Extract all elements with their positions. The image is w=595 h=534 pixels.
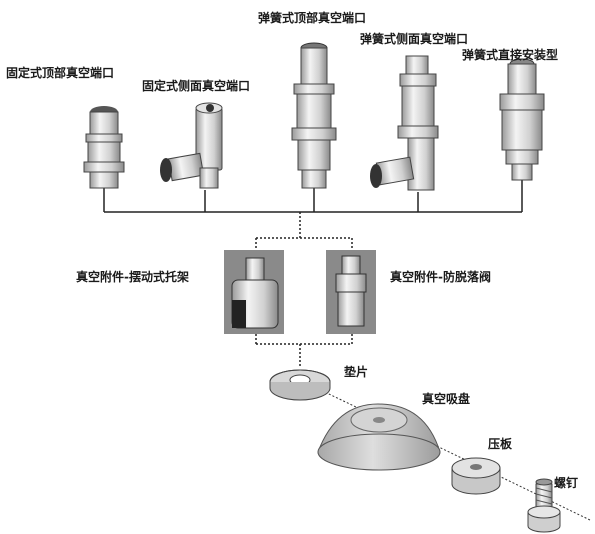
label-spring-side-port: 弹簧式侧面真空端口 bbox=[360, 32, 469, 46]
label-suction-cup: 真空吸盘 bbox=[422, 392, 471, 406]
spring-side-port bbox=[370, 55, 439, 191]
label-spring-direct-mount: 弹簧式直接安装型 bbox=[462, 48, 559, 62]
fixed-top-port bbox=[83, 106, 125, 189]
anti-drop-valve-panel bbox=[326, 250, 376, 334]
fixed-side-port bbox=[160, 102, 223, 189]
label-pressure-plate: 压板 bbox=[488, 437, 513, 451]
suction-cup bbox=[317, 403, 441, 471]
label-fixed-side-port: 固定式侧面真空端口 bbox=[142, 79, 251, 93]
screw bbox=[527, 478, 561, 533]
label-screw: 螺钉 bbox=[554, 476, 579, 490]
label-gasket: 垫片 bbox=[344, 365, 369, 379]
spring-direct-mount bbox=[499, 58, 545, 181]
gasket bbox=[269, 369, 331, 401]
connector-lines bbox=[103, 180, 523, 368]
label-anti-drop-valve: 真空附件-防脱落阀 bbox=[390, 270, 491, 284]
label-fixed-top-port: 固定式顶部真空端口 bbox=[6, 66, 115, 80]
label-spring-top-port: 弹簧式顶部真空端口 bbox=[258, 11, 367, 25]
swivel-bracket-panel bbox=[224, 250, 284, 334]
spring-top-port bbox=[291, 42, 337, 189]
pressure-plate bbox=[451, 457, 501, 495]
label-swivel-bracket: 真空附件-摆动式托架 bbox=[76, 270, 189, 284]
